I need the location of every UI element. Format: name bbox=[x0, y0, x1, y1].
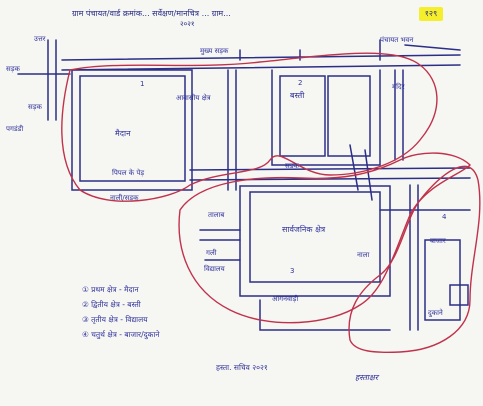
map-header-year: २०२१ bbox=[180, 20, 195, 28]
bottom-left-road-label: नाली/सड़क bbox=[110, 194, 139, 202]
block-3-number: 3 bbox=[290, 267, 295, 275]
map-header-title: ग्राम पंचायत/वार्ड क्रमांक... सर्वेक्षण/… bbox=[72, 9, 231, 18]
block-1-bottom-label: पिपल के पेड़ bbox=[112, 169, 145, 177]
east-top-label: पंचायत भवन bbox=[380, 36, 414, 44]
signature-left: हस्ता. सचिव २०२१ bbox=[216, 363, 268, 372]
block-1-number: 1 bbox=[140, 80, 145, 88]
block-1-side-label: आवासीय क्षेत्र bbox=[176, 94, 211, 102]
legend-item: ④ चतुर्थ क्षेत्र - बाजार/दुकाने bbox=[82, 330, 160, 339]
block-4-bottom-label: दुकाने bbox=[428, 309, 443, 317]
block-3-label: सार्वजनिक क्षेत्र bbox=[282, 225, 326, 234]
block-4-number: 4 bbox=[442, 213, 447, 221]
block-3-left-label: तालाब bbox=[208, 211, 225, 219]
block-3-left-label-2: गली bbox=[206, 249, 217, 257]
map-legend: ① प्रथम क्षेत्र - मैदान ② द्वितीय क्षेत्… bbox=[82, 285, 160, 345]
legend-item: ③ तृतीय क्षेत्र - विद्यालय bbox=[82, 315, 148, 324]
block-3-side-label: नाला bbox=[357, 251, 370, 259]
north-label: उत्तर bbox=[34, 35, 46, 43]
middle-road-label: सड़क bbox=[285, 162, 299, 170]
block-3-bottom-label: आंगनवाड़ी bbox=[272, 295, 299, 303]
block-3-left-label-3: विद्यालय bbox=[204, 265, 225, 273]
signature-right: हस्ताक्षर bbox=[355, 373, 378, 382]
left-side-label: सड़क bbox=[28, 103, 42, 111]
left-lower-label: पगडंडी bbox=[6, 125, 24, 133]
block-1-label: मैदान bbox=[115, 129, 131, 138]
block-2-label: बस्ती bbox=[290, 91, 305, 100]
legend-item: ② द्वितीय क्षेत्र - बस्ती bbox=[82, 300, 141, 309]
block-2-number: 2 bbox=[298, 79, 303, 87]
block-2-right-label: मंदिर bbox=[392, 83, 405, 91]
west-road-label: सड़क bbox=[6, 65, 20, 73]
highlighted-number-badge: १२९ bbox=[419, 7, 443, 21]
legend-item: ① प्रथम क्षेत्र - मैदान bbox=[82, 285, 139, 294]
block-4-label: बाजार bbox=[430, 237, 446, 245]
top-road-label: मुख्य सड़क bbox=[200, 47, 229, 55]
